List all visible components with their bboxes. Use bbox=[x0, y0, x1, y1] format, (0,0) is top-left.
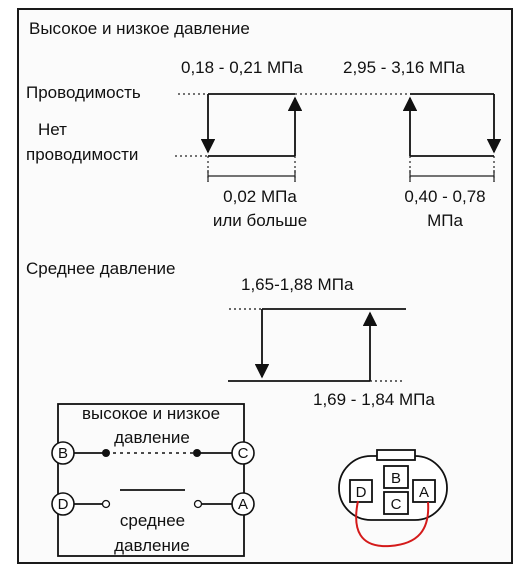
terminal-a-label: A bbox=[238, 496, 248, 513]
terminal-b-label: B bbox=[58, 445, 68, 462]
medium-title: Среднее давление bbox=[26, 259, 176, 278]
terminal-b bbox=[51, 441, 75, 465]
terminal-c bbox=[231, 441, 255, 465]
hysteresis-low-line1: 0,02 МПа bbox=[223, 187, 297, 206]
high-low-pressure-on-label: 2,95 - 3,16 МПа bbox=[343, 58, 465, 77]
connector bbox=[338, 449, 448, 521]
schematic-medium-line2: давление bbox=[114, 536, 190, 555]
switch-schematic bbox=[57, 403, 245, 557]
conductive-dotted-line bbox=[175, 93, 208, 157]
high-low-pressure-off-label: 0,18 - 0,21 МПа bbox=[181, 58, 303, 77]
hysteresis-high-dimension bbox=[409, 156, 495, 182]
schematic-medium-line1: среднее bbox=[119, 511, 186, 530]
high-low-title: Высокое и низкое давление bbox=[29, 19, 250, 38]
schematic-terminals bbox=[51, 441, 255, 516]
schematic-high-low-line1: высокое и низкое bbox=[81, 404, 221, 423]
terminal-d-label: D bbox=[58, 496, 69, 513]
medium-pressure-off-label: 1,69 - 1,84 МПа bbox=[313, 390, 435, 409]
terminal-letters: B C D A bbox=[58, 445, 249, 513]
no-conductive-label-line2: проводимости bbox=[26, 145, 139, 164]
pin-c-label: C bbox=[391, 496, 402, 513]
high-low-waveform-left bbox=[200, 93, 303, 157]
conductive-label: Проводимость bbox=[26, 83, 141, 102]
pin-b-label: B bbox=[391, 470, 401, 487]
pin-d-label: D bbox=[356, 484, 367, 501]
no-conductive-label-line1: Нет bbox=[38, 120, 67, 139]
pin-b-cell bbox=[383, 465, 409, 489]
connector-pin-letters: B C D A bbox=[356, 470, 429, 513]
terminal-d bbox=[51, 492, 75, 516]
pin-a-label: A bbox=[419, 484, 429, 501]
hysteresis-high-line2: МПа bbox=[427, 211, 463, 230]
pin-c-cell bbox=[383, 491, 409, 515]
terminal-c-label: C bbox=[238, 445, 249, 462]
contact-closed-right bbox=[193, 449, 201, 457]
schematic-high-low-line2: давление bbox=[114, 428, 190, 447]
high-low-waveform-right bbox=[402, 93, 502, 157]
pin-d-cell bbox=[349, 479, 373, 503]
hysteresis-low-line2: или больше bbox=[212, 211, 308, 230]
contact-closed-left bbox=[102, 449, 110, 457]
medium-pressure-on-label: 1,65-1,88 МПа bbox=[241, 275, 354, 294]
hysteresis-high-line1: 0,40 - 0,78 bbox=[404, 187, 486, 206]
pin-a-cell bbox=[412, 479, 436, 503]
contact-open-left bbox=[101, 499, 111, 509]
jumper-wire bbox=[355, 500, 430, 548]
contact-open-right bbox=[193, 499, 203, 509]
hysteresis-low-dimension bbox=[207, 156, 296, 182]
switch-contacts bbox=[101, 449, 203, 509]
connector-latch bbox=[376, 449, 416, 461]
medium-waveform bbox=[228, 308, 406, 382]
terminal-a bbox=[231, 492, 255, 516]
